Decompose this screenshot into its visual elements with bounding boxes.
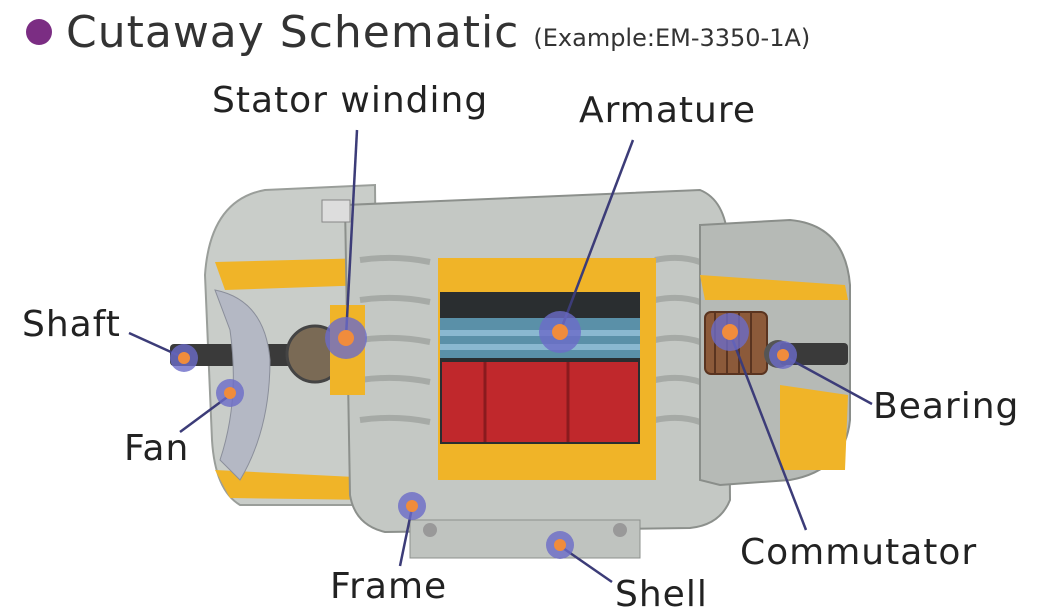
label-shell: Shell bbox=[615, 574, 708, 615]
leader-commutator bbox=[728, 332, 808, 531]
marker-frame bbox=[398, 492, 426, 520]
label-stator-winding: Stator winding bbox=[212, 80, 489, 121]
marker-shell bbox=[546, 531, 574, 559]
label-fan: Fan bbox=[124, 428, 190, 469]
leader-bearing bbox=[783, 354, 873, 406]
frame-ribs bbox=[359, 254, 701, 425]
label-shaft: Shaft bbox=[22, 304, 121, 345]
header: Cutaway Schematic (Example:EM-3350-1A) bbox=[26, 4, 810, 60]
marker-stator-winding bbox=[325, 317, 367, 359]
leader-stator-winding bbox=[344, 129, 359, 338]
title-bullet-icon bbox=[26, 19, 52, 45]
page-subtitle: (Example:EM-3350-1A) bbox=[533, 24, 811, 52]
shaft-right bbox=[780, 343, 848, 365]
marker-armature bbox=[539, 311, 581, 353]
base-foot bbox=[409, 519, 641, 559]
armature-winding bbox=[442, 362, 638, 442]
grease-cap bbox=[321, 199, 351, 223]
page-title: Cutaway Schematic bbox=[66, 6, 520, 58]
marker-shaft bbox=[170, 344, 198, 372]
fan-cover-cut bbox=[215, 258, 370, 290]
marker-fan bbox=[216, 379, 244, 407]
label-frame: Frame bbox=[330, 566, 448, 607]
label-bearing: Bearing bbox=[873, 386, 1020, 427]
label-armature: Armature bbox=[579, 90, 757, 131]
marker-commutator bbox=[711, 313, 749, 351]
label-commutator: Commutator bbox=[740, 532, 978, 573]
leader-armature bbox=[558, 139, 635, 333]
marker-bearing bbox=[769, 341, 797, 369]
